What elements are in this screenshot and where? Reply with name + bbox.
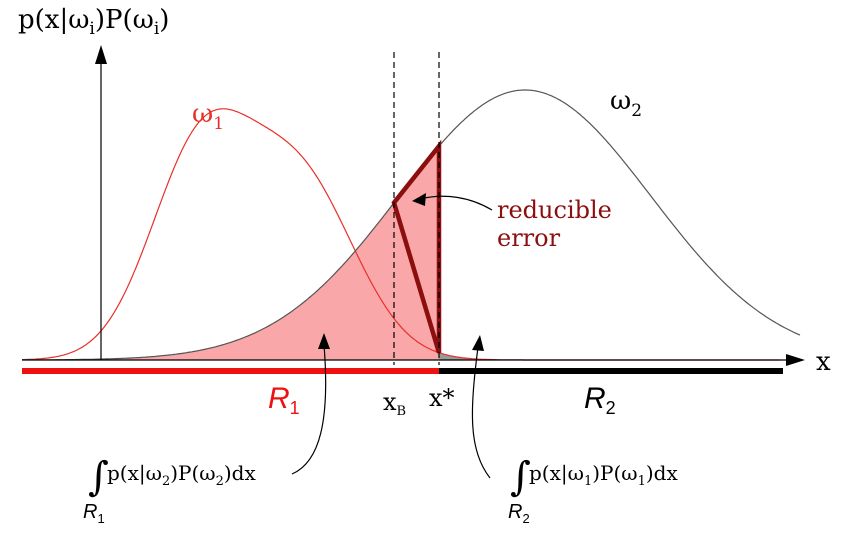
reducible-error-triangle xyxy=(391,139,442,354)
omega2-label: ω2 xyxy=(610,86,642,121)
y-axis-label: p(x|ωi)P(ωi) xyxy=(18,5,169,39)
reducible-error-arrow xyxy=(419,195,493,211)
integral-r1-arrowhead xyxy=(318,333,330,349)
xstar-label: x* xyxy=(429,384,455,412)
reducible-error-label-line1: reducible xyxy=(497,196,612,224)
xb-label: xB xyxy=(383,388,406,419)
integral-r1-domain: R1 xyxy=(83,501,105,526)
integral-r2-domain: R2 xyxy=(508,501,530,526)
region-r1-error-area xyxy=(22,147,439,360)
y-axis-arrowhead xyxy=(95,45,107,64)
integral-r2-arrow xyxy=(471,346,491,479)
integral-r2-sign: ∫ xyxy=(510,454,531,500)
region-r2-label: R2 xyxy=(584,382,616,418)
integral-r1-sign: ∫ xyxy=(88,454,109,500)
integral-r2-arrowhead xyxy=(472,335,484,351)
reducible-error-arrowhead xyxy=(412,193,426,206)
integral-r1-arrow xyxy=(291,344,327,475)
region-r2-error-area xyxy=(439,352,780,360)
omega1-label: ω1 xyxy=(192,99,224,134)
x-axis-label: x xyxy=(816,347,831,377)
integral-r2-expression: ∫ p(x|ω1)P(ω1)dx R2 xyxy=(508,454,678,526)
integral-r1-expression: ∫ p(x|ω2)P(ω2)dx R1 xyxy=(83,454,256,526)
region-r1-label: R1 xyxy=(268,382,300,418)
integral-r1-body: p(x|ω2)P(ω2)dx xyxy=(107,461,256,489)
integral-r2-body: p(x|ω1)P(ω1)dx xyxy=(529,461,678,489)
x-axis-arrowhead xyxy=(786,354,805,366)
reducible-error-label-line2: error xyxy=(497,224,561,252)
